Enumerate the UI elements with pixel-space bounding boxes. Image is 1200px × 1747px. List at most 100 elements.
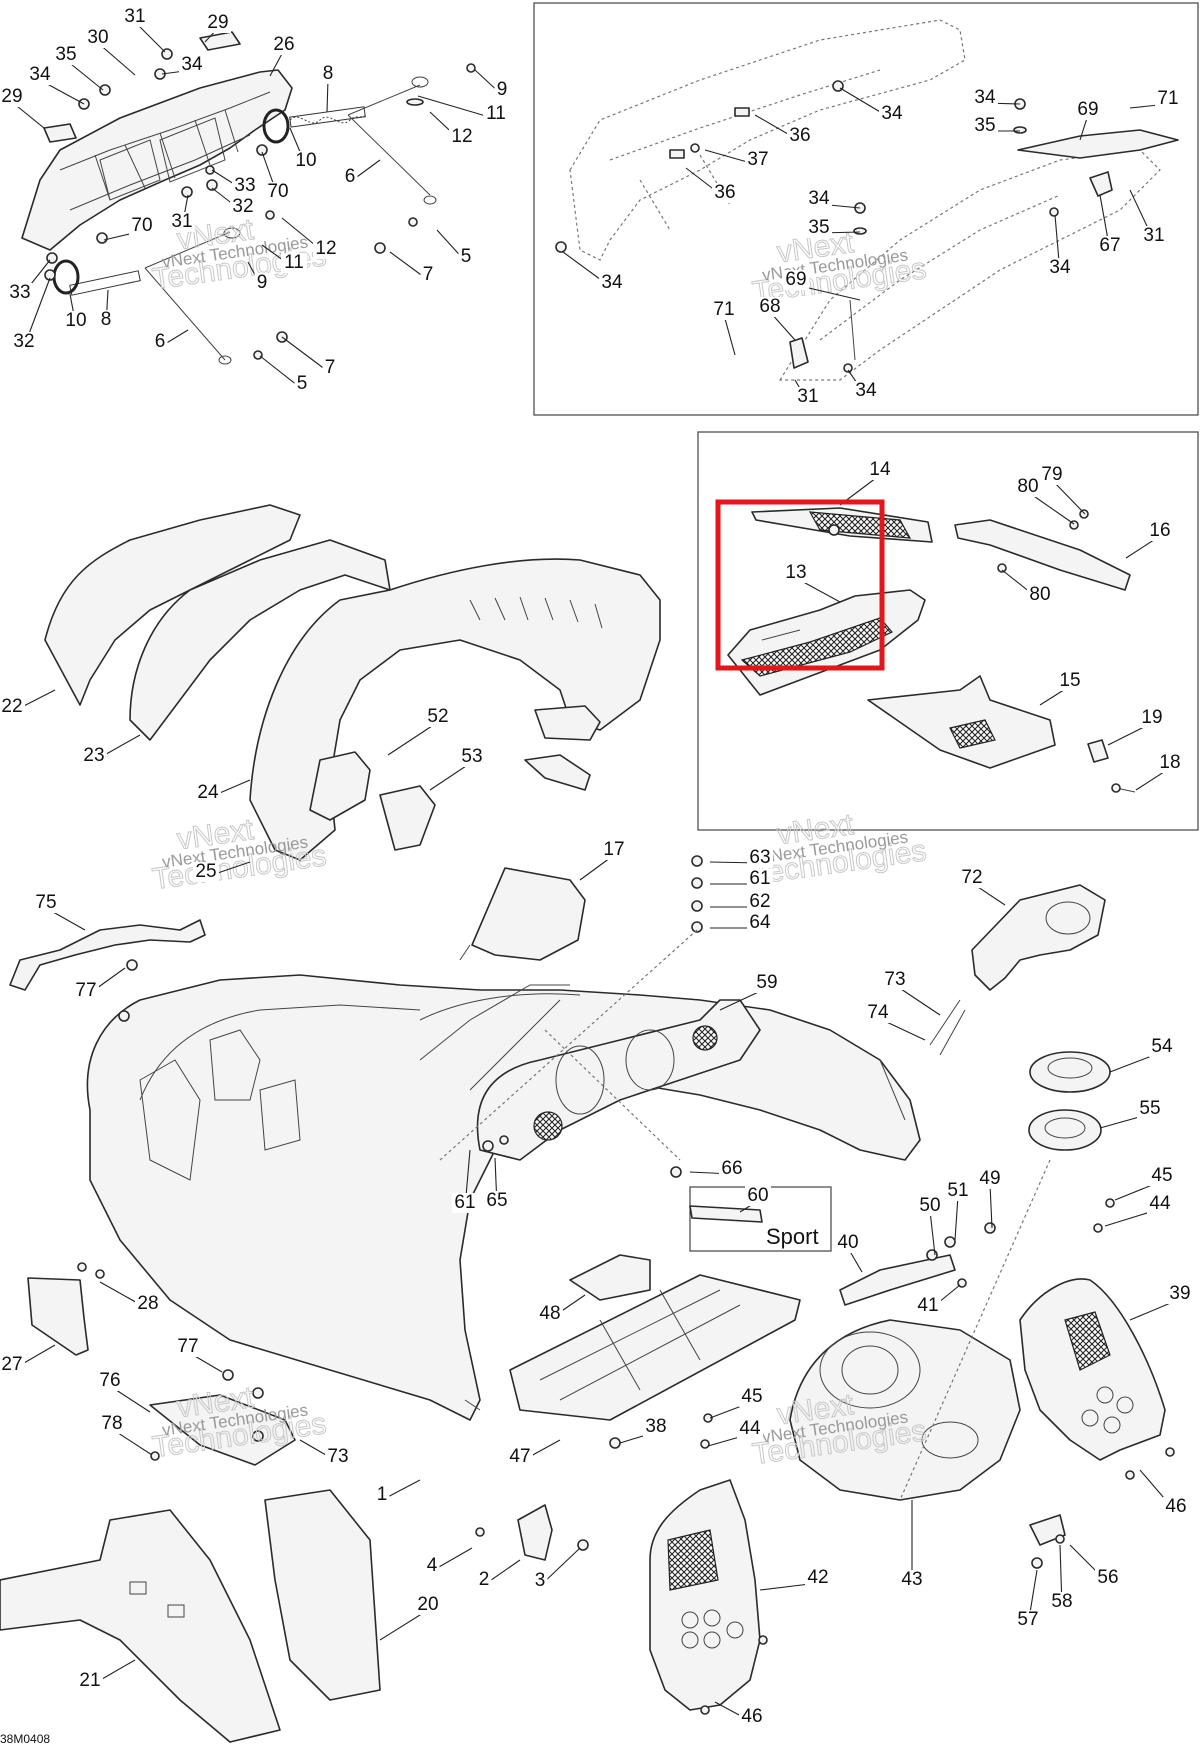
callout-32b: 32 xyxy=(13,331,34,352)
callout-bg-68 xyxy=(757,297,783,317)
callout-bg-70a xyxy=(265,182,291,202)
callout-13: 13 xyxy=(785,562,806,583)
callout-80a: 80 xyxy=(1017,476,1038,497)
callout-15: 15 xyxy=(1059,670,1080,691)
callout-bg-79 xyxy=(1039,465,1065,485)
callout-bg-54 xyxy=(1149,1037,1175,1057)
callout-29a: 29 xyxy=(207,12,228,33)
callout-bg-43 xyxy=(899,1570,925,1590)
callout-bg-31a xyxy=(122,7,148,27)
callout-50: 50 xyxy=(919,1195,940,1216)
callout-bg-25 xyxy=(193,862,219,882)
callout-34g: 34 xyxy=(1049,257,1071,278)
callout-19: 19 xyxy=(1141,707,1162,728)
callout-8b: 8 xyxy=(101,309,112,330)
callout-leader-8a xyxy=(326,78,329,113)
callout-75: 75 xyxy=(35,892,56,913)
callout-leader-30 xyxy=(97,42,136,76)
callout-bg-42 xyxy=(805,1568,831,1588)
callout-5a: 5 xyxy=(461,246,472,267)
callout-43: 43 xyxy=(901,1569,922,1590)
callout-31d: 31 xyxy=(797,386,818,407)
callout-59: 59 xyxy=(756,972,777,993)
callout-1: 1 xyxy=(377,1484,388,1505)
callout-18: 18 xyxy=(1159,752,1180,773)
callout-bg-69b xyxy=(783,270,809,290)
callout-74: 74 xyxy=(867,1002,889,1023)
callout-49: 49 xyxy=(979,1168,1000,1189)
callout-bg-12a xyxy=(449,127,475,147)
callout-30: 30 xyxy=(87,27,108,48)
callout-bg-9b xyxy=(254,273,270,293)
callout-bg-3 xyxy=(532,1571,548,1591)
part-19-18-hardware xyxy=(1087,739,1136,793)
callout-34e: 34 xyxy=(974,87,996,108)
callout-bg-10a xyxy=(293,151,319,171)
callout-bg-58 xyxy=(1049,1592,1075,1612)
callout-bg-45b xyxy=(739,1387,765,1407)
callout-bg-66 xyxy=(719,1159,745,1179)
callout-34c: 34 xyxy=(881,103,903,124)
callout-bg-80b xyxy=(1027,585,1053,605)
callout-bg-61b xyxy=(452,1193,478,1213)
part-dashed-tunnel-frame xyxy=(778,149,1161,381)
callout-bg-8a xyxy=(320,64,336,84)
callout-bg-34e xyxy=(972,88,998,108)
callout-bg-72 xyxy=(959,868,985,888)
callout-bg-5b xyxy=(294,374,310,394)
callout-35a: 35 xyxy=(55,44,76,65)
callout-leader-79 xyxy=(1051,479,1086,515)
callout-bg-35c xyxy=(806,218,832,238)
callout-45b: 45 xyxy=(741,1386,762,1407)
callout-bg-80a xyxy=(1015,477,1041,497)
part-42-left-side-panel xyxy=(649,1479,761,1711)
callout-bg-70b xyxy=(129,216,155,236)
callout-34h: 34 xyxy=(855,380,877,401)
part-22-side-panel xyxy=(44,504,301,706)
part-17-shield xyxy=(459,867,586,961)
callout-bg-8b xyxy=(98,310,114,330)
callout-60: 60 xyxy=(747,1185,768,1206)
callout-bg-78 xyxy=(99,1414,125,1434)
part-40-bracket xyxy=(839,1254,956,1306)
callout-11b: 11 xyxy=(284,252,304,273)
callout-leader-7b xyxy=(281,336,331,374)
callout-45a: 45 xyxy=(1151,1165,1172,1186)
callout-39: 39 xyxy=(1169,1283,1190,1304)
callout-bg-39 xyxy=(1167,1284,1193,1304)
callout-44b: 44 xyxy=(739,1418,761,1439)
callout-79: 79 xyxy=(1041,464,1062,485)
callout-bg-36b xyxy=(712,183,738,203)
callout-46b: 46 xyxy=(741,1706,762,1727)
callout-bg-53 xyxy=(459,747,485,767)
callout-10a: 10 xyxy=(295,150,316,171)
part-6-cables xyxy=(144,76,437,365)
callout-bg-40 xyxy=(835,1233,861,1253)
callout-bg-27 xyxy=(0,1355,25,1375)
dashed-connectors xyxy=(439,929,1051,1501)
callout-bg-19 xyxy=(1139,708,1165,728)
callout-bg-33a xyxy=(232,176,258,196)
callout-bg-34c xyxy=(879,104,905,124)
callout-bg-77b xyxy=(175,1337,201,1357)
callout-bg-74 xyxy=(865,1003,891,1023)
part-52-53-vents xyxy=(309,705,601,851)
callout-bg-17 xyxy=(601,840,627,860)
callout-68: 68 xyxy=(759,296,780,317)
callout-bg-57 xyxy=(1015,1610,1041,1630)
callout-bg-31d xyxy=(795,387,821,407)
callout-34b: 34 xyxy=(181,54,203,75)
callout-bg-50 xyxy=(917,1196,943,1216)
callout-34d: 34 xyxy=(601,272,623,293)
callout-8a: 8 xyxy=(323,63,334,84)
callout-26: 26 xyxy=(273,34,294,55)
callout-bg-77a xyxy=(73,981,99,1001)
callout-bg-52 xyxy=(425,707,451,727)
callout-bg-7a xyxy=(420,265,436,285)
callout-70b: 70 xyxy=(131,215,152,236)
callout-bg-71b xyxy=(711,300,737,320)
callout-bg-35b xyxy=(972,116,998,136)
frame-top-right xyxy=(533,2,1199,416)
callout-leader-52 xyxy=(387,721,439,756)
callout-bg-47 xyxy=(507,1447,533,1467)
